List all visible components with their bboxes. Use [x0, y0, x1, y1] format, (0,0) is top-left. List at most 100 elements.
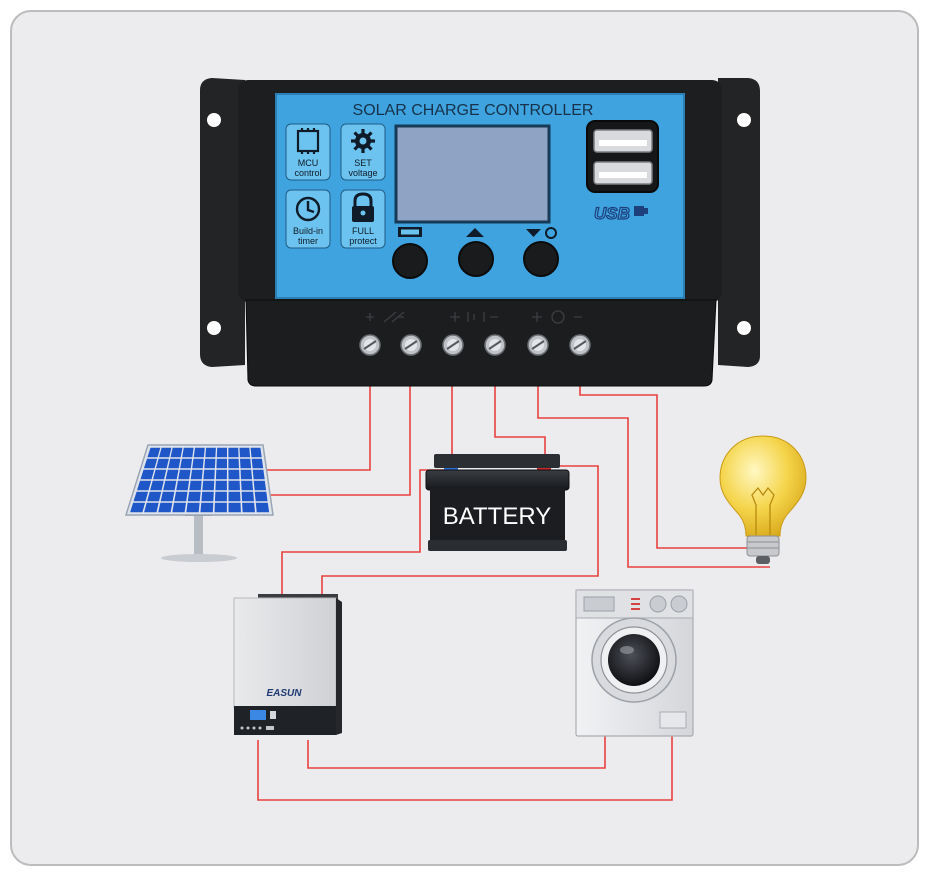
solar-cell	[228, 480, 240, 491]
lcd-screen	[394, 124, 551, 224]
solar-cell	[165, 469, 179, 480]
washer-indicators	[631, 598, 640, 610]
inverter: EASUN	[233, 594, 342, 735]
inverter-control-panel	[234, 706, 336, 735]
clock-icon	[295, 196, 321, 222]
battery-label: BATTERY	[443, 503, 551, 530]
wire-battery-negative	[494, 350, 546, 468]
chip-icon	[296, 128, 320, 154]
feature-tile-timer: Build-in timer	[285, 189, 331, 249]
solar-cell	[240, 469, 253, 480]
up-arrow-icon	[466, 228, 484, 237]
screw-terminal-load-negative	[569, 334, 591, 356]
feature-line2: control	[294, 168, 321, 178]
solar-terminal-icon	[366, 311, 405, 323]
solar-panel	[124, 444, 274, 562]
gear-icon	[351, 129, 375, 153]
solar-cell	[159, 447, 172, 458]
solar-cell	[178, 469, 191, 480]
washer-knob	[649, 595, 667, 613]
solar-cell	[147, 447, 161, 458]
bulb-base	[746, 535, 780, 557]
feature-line2: voltage	[348, 168, 377, 178]
down-button[interactable]	[523, 241, 559, 277]
solar-cell	[242, 502, 255, 513]
feature-tile-protect: FULL protect	[340, 189, 386, 249]
solar-cell	[241, 480, 254, 491]
solar-cell	[158, 502, 173, 513]
solar-cell	[170, 447, 183, 458]
solar-cell	[254, 491, 268, 502]
solar-cell	[216, 458, 227, 469]
controller-left-flange	[200, 78, 245, 367]
feature-tile-set: SET voltage	[340, 123, 386, 181]
feature-line2: timer	[298, 236, 318, 246]
solar-charge-controller: SOLAR CHARGE CONTROLLER MCU control	[200, 78, 760, 387]
terminal-symbols	[366, 310, 582, 324]
solar-cell	[147, 491, 162, 502]
washer-knob	[670, 595, 688, 613]
solar-cell	[153, 469, 167, 480]
solar-cell	[182, 447, 194, 458]
solar-cell	[160, 491, 175, 502]
battery-body	[430, 488, 565, 550]
solar-cell	[190, 469, 203, 480]
solar-cell	[200, 502, 214, 513]
inverter-indicator	[240, 726, 244, 730]
down-arrow-icon	[526, 227, 557, 239]
controller-right-flange	[718, 78, 760, 367]
load-terminal-icon	[532, 310, 582, 324]
battery-top-ridge	[434, 454, 560, 468]
bulb-tip	[756, 556, 770, 564]
battery-menu-icon	[398, 227, 422, 237]
solar-cell	[250, 447, 262, 458]
inverter-brand: EASUN	[266, 688, 302, 699]
feature-tile-mcu: MCU control	[285, 123, 331, 181]
screw-terminal-battery-positive	[442, 334, 464, 356]
solar-cell	[201, 491, 214, 502]
washer-display	[583, 596, 615, 612]
wire-inverter-washer-b	[257, 735, 673, 801]
mount-hole	[737, 321, 751, 335]
solar-cell	[252, 469, 265, 480]
solar-post	[194, 505, 203, 557]
inverter-indicator	[246, 726, 250, 730]
menu-button[interactable]	[392, 243, 428, 279]
solar-cell	[214, 502, 227, 513]
solar-cell	[156, 458, 169, 469]
solar-cell	[130, 502, 146, 513]
solar-cell	[228, 491, 241, 502]
solar-cell	[251, 458, 264, 469]
solar-cell	[203, 469, 215, 480]
solar-cell	[204, 458, 216, 469]
washer-filter-cover	[659, 711, 687, 729]
solar-cell	[215, 480, 227, 491]
wire-solar-negative	[215, 350, 411, 496]
screw-terminal-load-positive	[527, 334, 549, 356]
washer-drum	[608, 634, 660, 686]
usb-ports	[586, 120, 659, 193]
solar-cell	[172, 502, 186, 513]
battery: BATTERY	[425, 454, 570, 551]
solar-cell	[144, 502, 159, 513]
inverter-top	[258, 594, 338, 600]
solar-cell	[180, 458, 193, 469]
washing-machine	[575, 589, 694, 737]
screw-terminal-solar-negative	[400, 334, 422, 356]
wire-battery-inverter-b	[321, 465, 599, 600]
solar-cell	[205, 447, 216, 458]
solar-cell	[176, 480, 190, 491]
feature-line2: protect	[349, 236, 377, 246]
solar-cell	[192, 458, 204, 469]
up-button[interactable]	[458, 241, 494, 277]
solar-cell	[140, 469, 155, 480]
solar-cell	[143, 458, 158, 469]
solar-cell	[228, 458, 239, 469]
lock-icon	[352, 192, 374, 222]
solar-cell	[240, 458, 252, 469]
solar-cell	[214, 491, 227, 502]
mount-hole	[207, 321, 221, 335]
wire-load-positive	[537, 350, 770, 568]
solar-cells	[130, 447, 270, 513]
